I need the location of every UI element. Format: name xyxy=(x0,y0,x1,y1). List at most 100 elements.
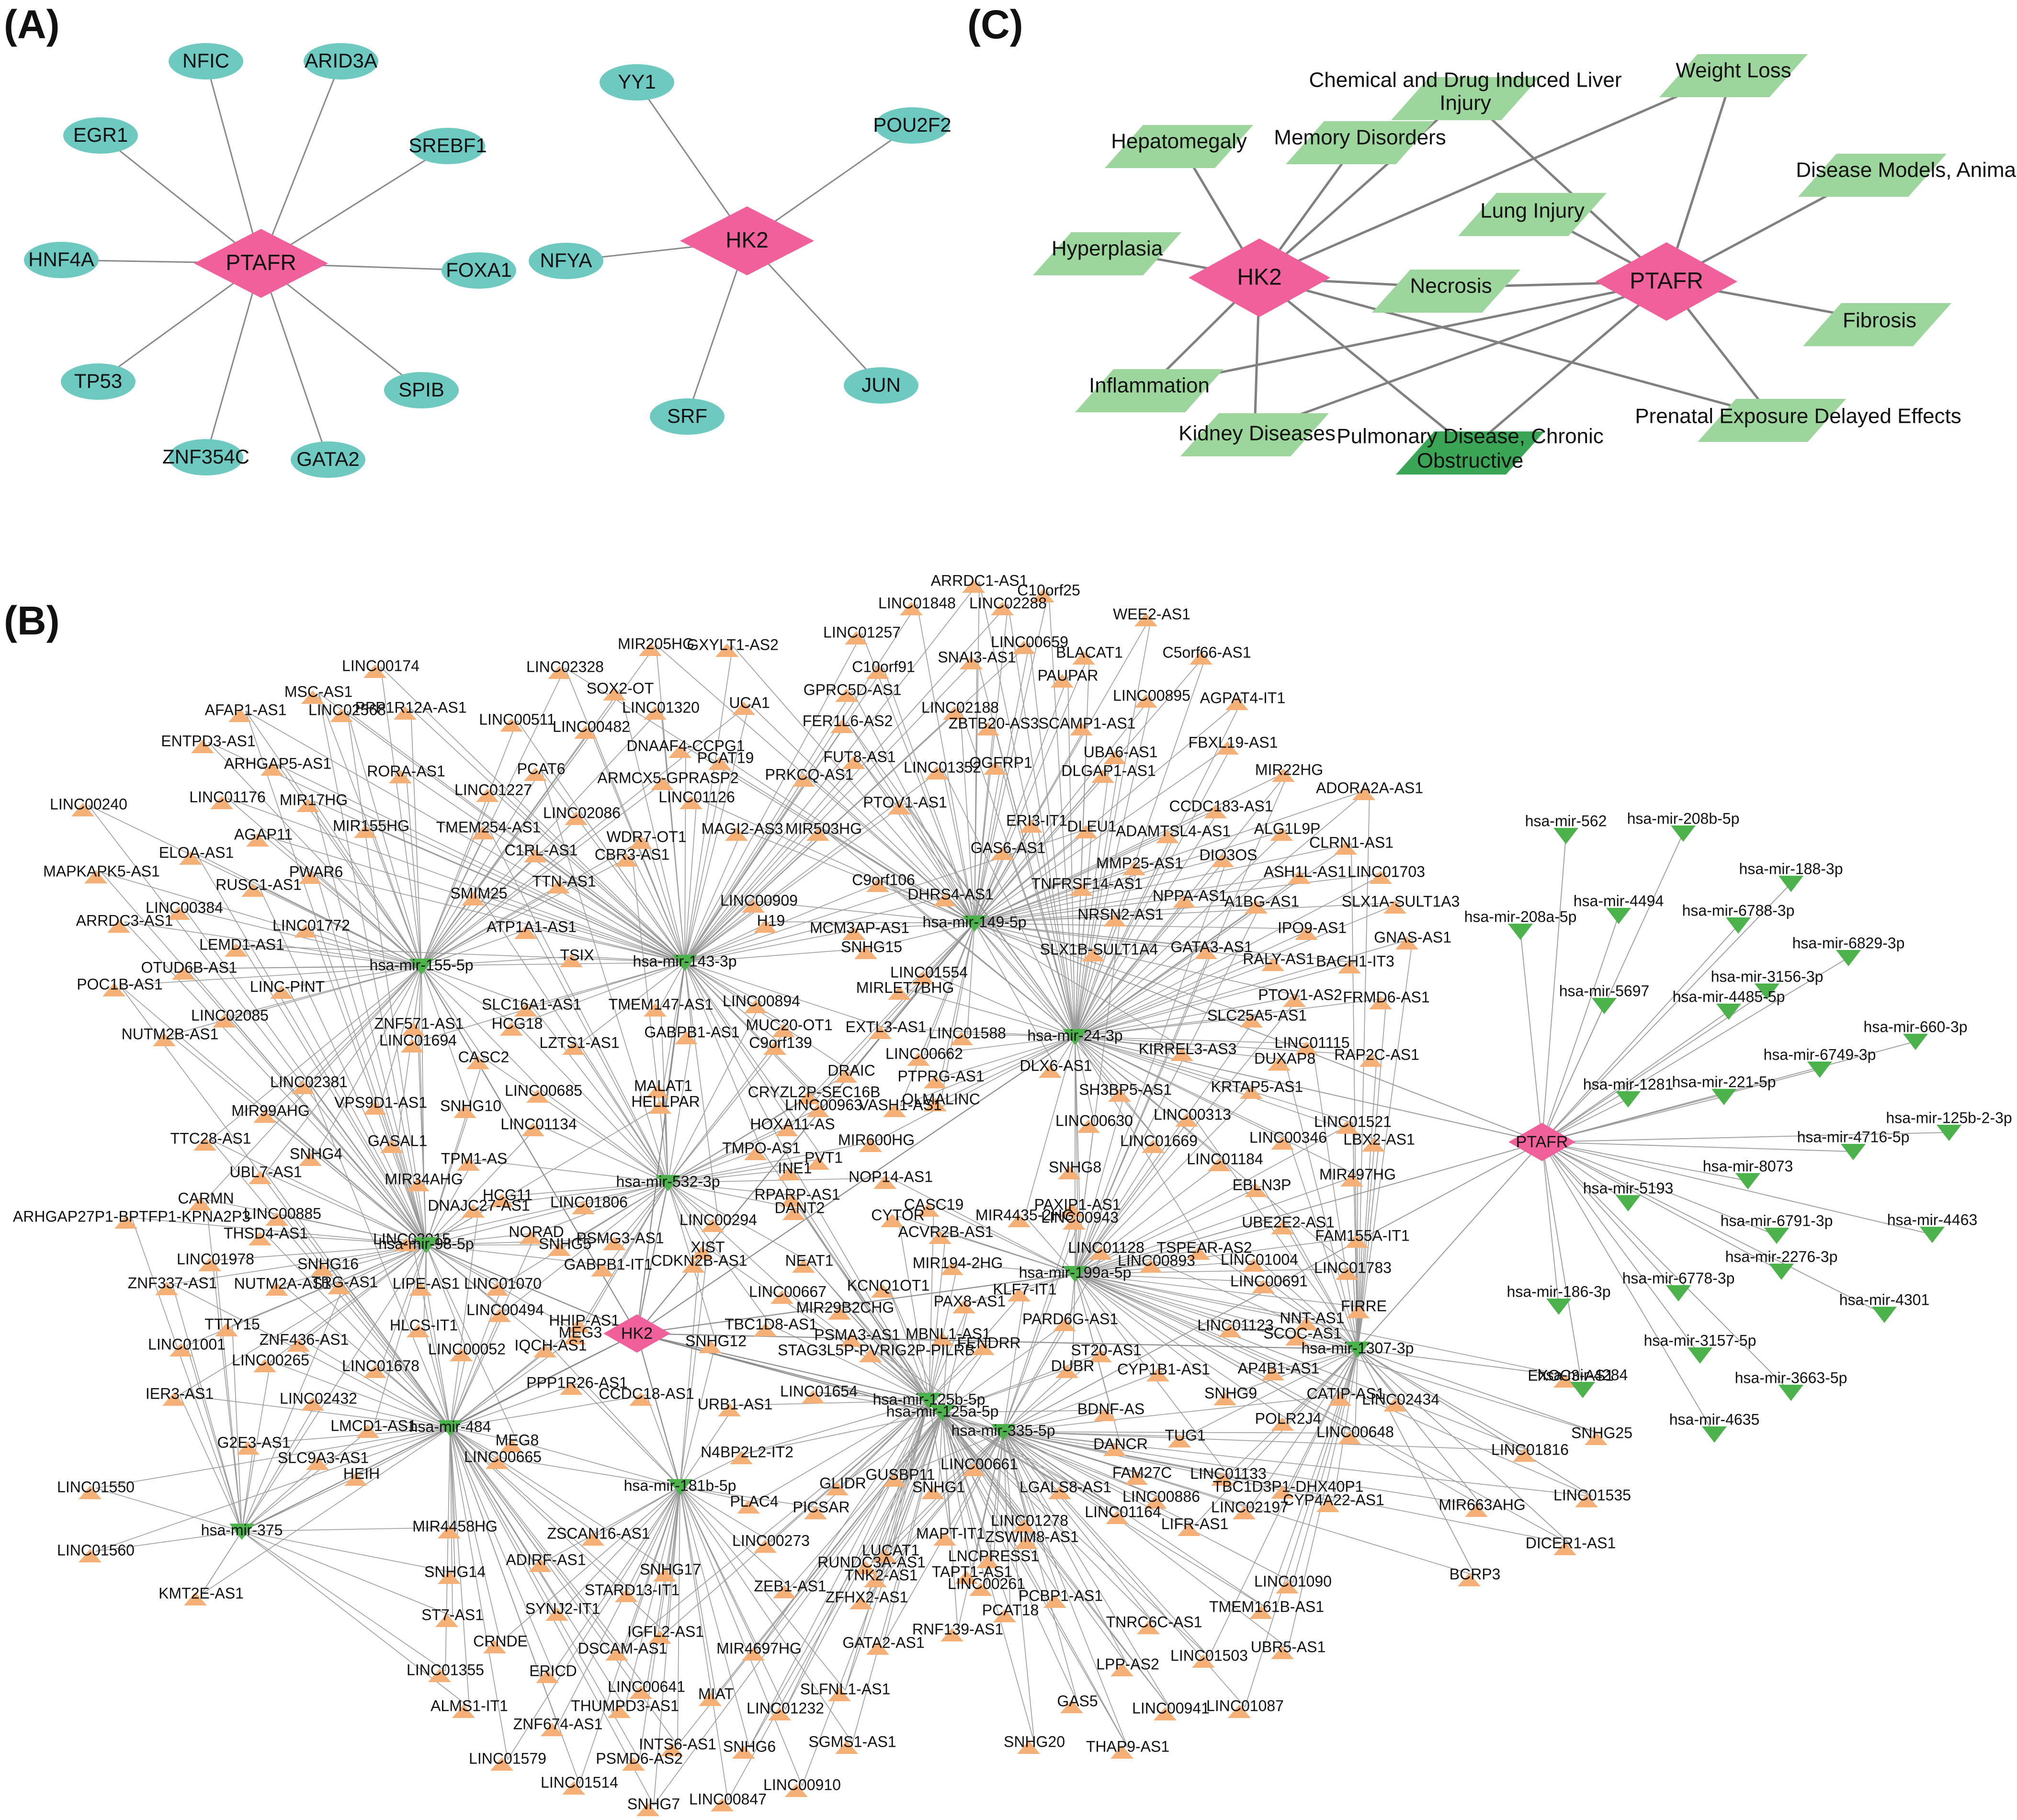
lncrna-label-linc01128: LINC01128 xyxy=(1068,1239,1144,1256)
edge-lnc-mirna xyxy=(421,837,647,967)
lncrna-label-dlgap1-as1: DLGAP1-AS1 xyxy=(1061,762,1156,779)
edge-lnc-mirna xyxy=(1075,1260,1260,1274)
edge-lnc-mirna xyxy=(1075,1273,1236,1327)
lncrna-label-linc01560: LINC01560 xyxy=(57,1541,135,1559)
edge-lnc-mirna xyxy=(1194,1349,1358,1526)
mirna-label-hsa-mir-1307-3p: hsa-mir-1307-3p xyxy=(1302,1339,1414,1357)
edge-lnc-mirna xyxy=(426,1244,467,1351)
edge-lnc-mirna xyxy=(1075,771,1109,1037)
edge-lnc-mirna xyxy=(1075,696,1152,1037)
lncrna-node-malat1 xyxy=(646,1085,669,1098)
disease-node-weight-loss xyxy=(1659,54,1808,97)
lncrna-node-linc02015 xyxy=(395,1238,418,1251)
edge-lnc-mirna xyxy=(1075,1273,1346,1395)
edge-lnc-mirna xyxy=(1075,1273,1571,1377)
edge-lnc-mirna xyxy=(684,757,860,963)
lncrna-label-linc01848: LINC01848 xyxy=(878,594,956,611)
lncrna-node-c9orf139 xyxy=(763,1041,786,1055)
edge-lnc-mirna xyxy=(974,872,1305,924)
mirna-node-hsa-mir-155-5p xyxy=(409,959,434,975)
mirna-node-hsa-mir-186-3p xyxy=(1546,1299,1571,1315)
lncrna-label-ericd: ERICD xyxy=(529,1662,577,1679)
lncrna-node-linc01278 xyxy=(1012,1519,1035,1533)
edge-lnc-mirna xyxy=(1008,604,1076,1037)
lncrna-label-mcm3ap-as1: MCM3AP-AS1 xyxy=(810,919,909,936)
lncrna-label-linc00240: LINC00240 xyxy=(50,795,127,813)
edge-lnc-mirna xyxy=(421,966,424,1181)
edge-lnc-mirna xyxy=(905,988,1076,1037)
lncrna-node-rundc3a-as1 xyxy=(854,1561,877,1574)
edge-lnc-mirna xyxy=(316,1154,427,1245)
lncrna-label-snhg4: SNHG4 xyxy=(290,1145,342,1162)
lncrna-node-hoxa11-as xyxy=(775,1123,798,1136)
lncrna-node-meg8 xyxy=(500,1439,523,1452)
lncrna-label-clrn1-as1: CLRN1-AS1 xyxy=(1309,834,1394,851)
mirna-label-hsa-mir-484: hsa-mir-484 xyxy=(409,1418,491,1435)
edge-lnc-mirna xyxy=(1003,1394,1346,1432)
lncrna-label-fer1l6-as2: FER1L6-AS2 xyxy=(803,712,893,729)
edge-lnc-mirna xyxy=(888,1286,929,1401)
lncrna-node-linc01184 xyxy=(1208,1158,1231,1171)
edge-lnc-mirna xyxy=(1075,960,1279,1037)
edge-lnc-mirna xyxy=(344,1244,427,1284)
edge-lnc-mirna xyxy=(929,1205,934,1401)
lncrna-label-linc01115: LINC01115 xyxy=(1274,1034,1349,1051)
lncrna-label-eloa-as1: ELOA-AS1 xyxy=(159,844,234,861)
edge-lnc-mirna xyxy=(974,604,1008,924)
edge-tf xyxy=(205,61,262,264)
edge-lnc-mirna xyxy=(421,966,518,1025)
edge-lnc-mirna xyxy=(1228,1349,1358,1475)
lncrna-label-linc00894: LINC00894 xyxy=(723,992,800,1009)
edge-lnc-mirna xyxy=(1003,1431,1011,1612)
edge-lnc-mirna xyxy=(668,1182,771,1326)
edge-lnc-mirna xyxy=(941,1036,1076,1078)
edge-lnc-mirna xyxy=(1357,1349,1593,1497)
edge-lnc-mirna xyxy=(866,1412,943,1599)
lncrna-node-linc00685 xyxy=(526,1089,549,1103)
lncrna-node-glidr xyxy=(826,1482,849,1495)
edge-lnc-mirna xyxy=(1266,1349,1358,1608)
lncrna-node-linc00665 xyxy=(486,1456,509,1469)
lncrna-label-lipe-as1: LIPE-AS1 xyxy=(393,1275,460,1292)
lncrna-label-snhg5: SNHG5 xyxy=(539,1235,591,1252)
lncrna-node-tnfrsf14-as1 xyxy=(1070,882,1093,896)
edge-lnc-mirna xyxy=(304,1340,451,1428)
edge-lnc-mirna xyxy=(974,923,1258,1017)
lncrna-label-muc20-ot1: MUC20-OT1 xyxy=(746,1016,832,1033)
lncrna-label-linc00665: LINC00665 xyxy=(464,1448,542,1465)
lncrna-node-thumpd3-as1 xyxy=(608,1705,631,1718)
lncrna-label-pcat6: PCAT6 xyxy=(517,760,566,777)
lncrna-node-linc01232 xyxy=(768,1707,791,1720)
lncrna-node-c1rl-as1 xyxy=(524,849,547,862)
edge-lnc-mirna xyxy=(488,828,669,1183)
lncrna-node-cdkn2b-as1 xyxy=(682,1259,705,1273)
edge-mirna-gene xyxy=(1541,1096,1724,1142)
edge-lnc-mirna xyxy=(663,962,685,1087)
lncrna-label-gata3-as1: GATA3-AS1 xyxy=(1170,938,1252,955)
lncrna-node-linc01164 xyxy=(1106,1511,1129,1524)
lncrna-label-tmem147-as1: TMEM147-AS1 xyxy=(609,995,714,1013)
edge-lnc-mirna xyxy=(282,1284,451,1428)
tf-label-jun: JUN xyxy=(861,373,901,396)
edge-lnc-mirna xyxy=(241,1399,319,1532)
mirna-node-hsa-mir-484 xyxy=(438,1420,463,1436)
lncrna-node-alg1l9p xyxy=(1270,827,1293,841)
edge-mirna-gene xyxy=(1541,1142,1885,1315)
tf-node-znf354c xyxy=(169,439,243,475)
lncrna-node-miat xyxy=(699,1693,722,1706)
lncrna-label-fbxl19-as1: FBXL19-AS1 xyxy=(1189,734,1278,751)
edge-lnc-mirna xyxy=(1075,1261,1157,1274)
mirna-label-hsa-mir-6778-3p: hsa-mir-6778-3p xyxy=(1622,1269,1735,1287)
edge-lnc-mirna xyxy=(684,746,686,963)
mirna-node-hsa-mir-143-3p xyxy=(672,955,697,971)
edge-lnc-mirna xyxy=(1075,872,1387,1037)
edge-lnc-mirna xyxy=(95,1427,451,1552)
lncrna-label-linc02197: LINC02197 xyxy=(1211,1498,1289,1515)
lncrna-label-fam27c: FAM27C xyxy=(1112,1464,1172,1481)
lncrna-label-cyp4a22-as1: CYP4A22-AS1 xyxy=(1283,1491,1384,1508)
edge-lnc-mirna xyxy=(1075,829,1288,1037)
edge-lnc-mirna xyxy=(1075,1036,1193,1116)
edge-lnc-mirna xyxy=(967,1034,1076,1037)
edge-lnc-mirna xyxy=(759,901,975,924)
